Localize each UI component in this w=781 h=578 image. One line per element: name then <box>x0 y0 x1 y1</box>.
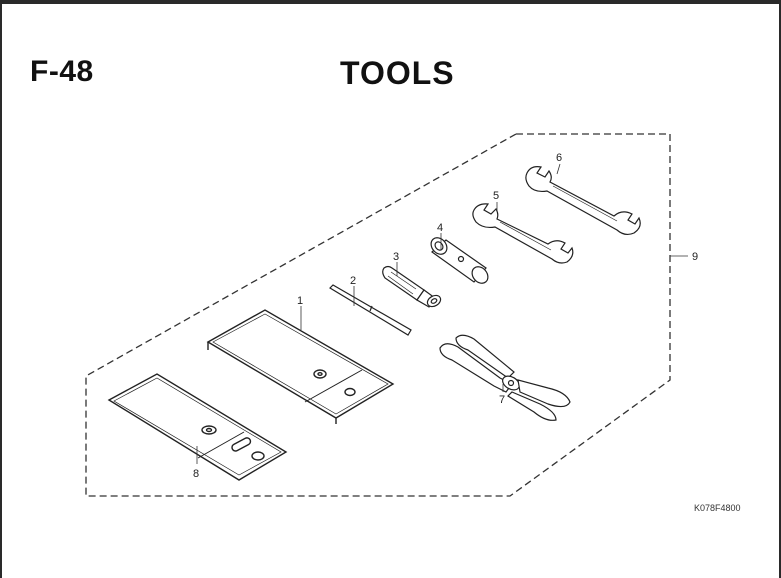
ref-label-5: 5 <box>493 190 499 202</box>
ref-label-6: 6 <box>556 152 562 164</box>
ref-label-4: 4 <box>437 222 443 234</box>
ref-label-8: 8 <box>193 468 199 480</box>
page-title: TOOLS <box>340 55 455 91</box>
tool-case-drawing <box>107 373 288 481</box>
tool-bag-drawing <box>206 309 395 424</box>
reference-labels: 1 2 3 4 5 6 7 8 9 <box>193 152 698 480</box>
ref-label-9: 9 <box>692 251 698 263</box>
screwdriver-bit-drawing <box>329 284 412 336</box>
ref-label-2: 2 <box>350 275 356 287</box>
open-end-wrench-large-drawing <box>525 166 641 236</box>
leader-lines <box>196 163 688 464</box>
figure-code: K078F4800 <box>694 503 741 513</box>
ref-label-1: 1 <box>297 295 303 307</box>
page-code: F-48 <box>30 55 94 88</box>
open-end-wrench-small-drawing <box>472 203 574 264</box>
pliers-drawing <box>439 334 571 421</box>
box-wrench-drawing <box>430 237 489 284</box>
ref-label-3: 3 <box>393 251 399 263</box>
ref-label-7: 7 <box>499 394 505 406</box>
screwdriver-handle-drawing <box>382 265 442 308</box>
tool-set-outline <box>85 133 671 497</box>
